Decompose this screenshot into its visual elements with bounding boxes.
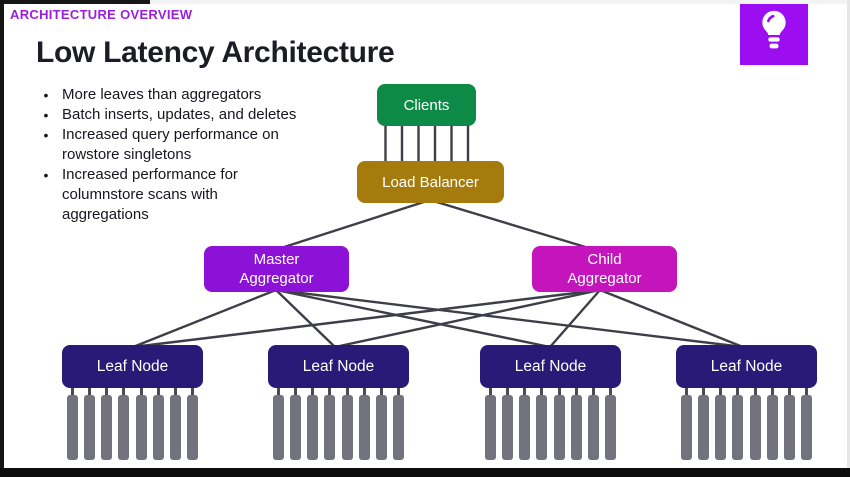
leaf-partition-bar (570, 388, 582, 462)
leaf-4-partitions (676, 388, 817, 462)
leaf-2-partitions (268, 388, 409, 462)
leaf-partition-bar (118, 388, 130, 462)
bullet-text: Increased query performance on rowstore … (62, 126, 279, 163)
leaf-partition-bar (169, 388, 181, 462)
leaf-node-label: Leaf Node (96, 357, 169, 375)
leaf-partition-bar (101, 388, 113, 462)
frame-top-strip (0, 0, 850, 4)
leaf-partition-bar (732, 388, 744, 462)
leaf-partition-bar (84, 388, 96, 462)
page-title: Low Latency Architecture (36, 36, 395, 69)
lightbulb-badge (740, 0, 808, 65)
leaf-partition-bar (519, 388, 531, 462)
list-item: • More leaves than aggregators (30, 85, 335, 105)
lightbulb-icon (754, 8, 794, 57)
leaf-partition-bar (553, 388, 565, 462)
load-balancer-node: Load Balancer (357, 161, 504, 203)
list-item: • Increased performance for columnstore s… (30, 165, 335, 225)
leaf-partition-bar (135, 388, 147, 462)
bullet-icon: • (43, 107, 49, 123)
clients-label: Clients (403, 96, 450, 114)
leaf-partition-bar (783, 388, 795, 462)
bullet-text: More leaves than aggregators (62, 86, 262, 103)
edges-clients-to-load-balancer (384, 122, 470, 163)
letterbox-left (0, 0, 4, 477)
leaf-3-partitions (480, 388, 621, 462)
leaf-partition-bar (307, 388, 319, 462)
leaf-partition-bar (358, 388, 370, 462)
leaf-node-2: Leaf Node (268, 345, 409, 388)
leaf-partition-bar (766, 388, 778, 462)
leaf-partition-bar (392, 388, 404, 462)
letterbox-top (0, 0, 150, 4)
leaf-partition-bar (715, 388, 727, 462)
leaf-partition-bar (604, 388, 616, 462)
leaf-partition-bar (152, 388, 164, 462)
leaf-partition-bar (536, 388, 548, 462)
load-balancer-label: Load Balancer (382, 173, 479, 191)
clients-node: Clients (377, 84, 476, 126)
leaf-partition-bar (290, 388, 302, 462)
master-aggregator-node: Master Aggregator (204, 246, 349, 292)
leaf-partition-bar (186, 388, 198, 462)
bullet-icon: • (43, 127, 49, 143)
list-item: • Increased query performance on rowstore… (30, 125, 335, 165)
leaf-node-label: Leaf Node (514, 357, 587, 375)
bullet-text: Batch inserts, updates, and deletes (62, 106, 297, 123)
leaf-node-4: Leaf Node (676, 345, 817, 388)
leaf-partition-bar (375, 388, 387, 462)
leaf-node-1: Leaf Node (62, 345, 203, 388)
bullet-text: Increased performance for columnstore sc… (62, 166, 238, 223)
letterbox-bottom (0, 468, 850, 477)
leaf-partition-bar (749, 388, 761, 462)
leaf-1-partitions (62, 388, 203, 462)
child-aggregator-label: Child Aggregator (567, 250, 642, 288)
master-aggregator-label: Master Aggregator (239, 250, 314, 288)
edges-master-aggregator-to-leaves (132, 288, 744, 349)
leaf-partition-bar (273, 388, 284, 462)
edges-child-aggregator-to-leaves (132, 288, 744, 349)
leaf-partition-bar (587, 388, 599, 462)
slide-kicker: ARCHITECTURE OVERVIEW (10, 7, 193, 22)
leaf-node-label: Leaf Node (302, 357, 375, 375)
list-item: • Batch inserts, updates, and deletes (30, 105, 335, 125)
leaf-partition-bar (485, 388, 496, 462)
leaf-partition-bar (698, 388, 710, 462)
leaf-partition-bar (67, 388, 78, 462)
leaf-partition-bar (341, 388, 353, 462)
leaf-node-3: Leaf Node (480, 345, 621, 388)
leaf-partition-bar (502, 388, 514, 462)
bullet-list: • More leaves than aggregators • Batch ins… (30, 85, 335, 225)
frame-right-edge (847, 0, 850, 477)
leaf-node-label: Leaf Node (710, 357, 783, 375)
leaf-partition-bar (800, 388, 812, 462)
child-aggregator-node: Child Aggregator (532, 246, 677, 292)
bullet-icon: • (43, 167, 49, 183)
bullet-icon: • (43, 87, 49, 103)
leaf-partition-bar (681, 388, 692, 462)
leaf-partition-bar (324, 388, 336, 462)
